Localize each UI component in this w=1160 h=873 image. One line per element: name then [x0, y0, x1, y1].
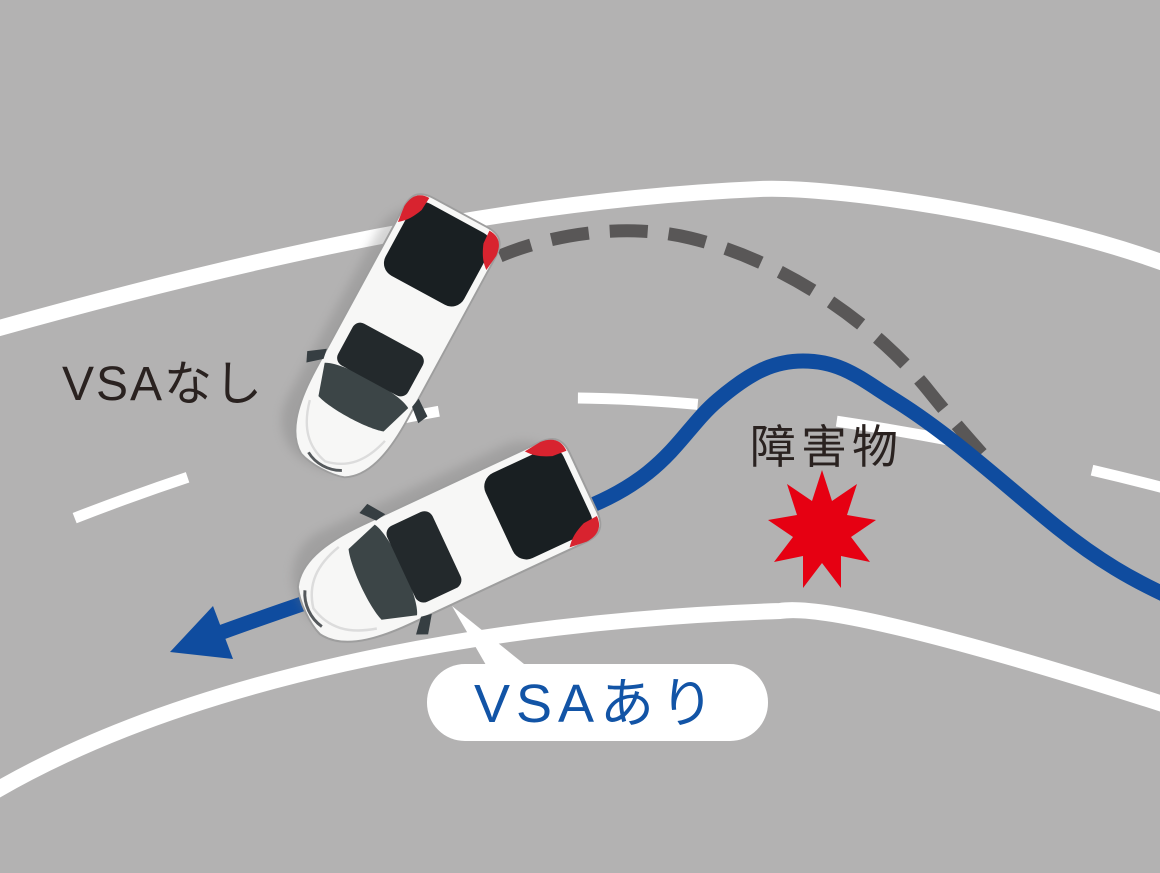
lane-divider-dashed-line: [0, 392, 1160, 555]
road-edge-line-bottom: [0, 602, 1160, 798]
label-without-vsa: VSAなし: [62, 358, 264, 411]
vsa-trajectory-arrowhead-icon: [170, 606, 233, 659]
label-with-vsa: VSAあり: [474, 674, 720, 734]
speech-bubble: [427, 664, 768, 741]
skid-trajectory-dashed-path: [497, 224, 989, 461]
speech-bubble-tail: [452, 606, 534, 672]
obstacle-burst-icon: [768, 470, 876, 588]
road-edge-line-top: [0, 180, 1160, 337]
label-obstacle: 障害物: [750, 421, 903, 473]
